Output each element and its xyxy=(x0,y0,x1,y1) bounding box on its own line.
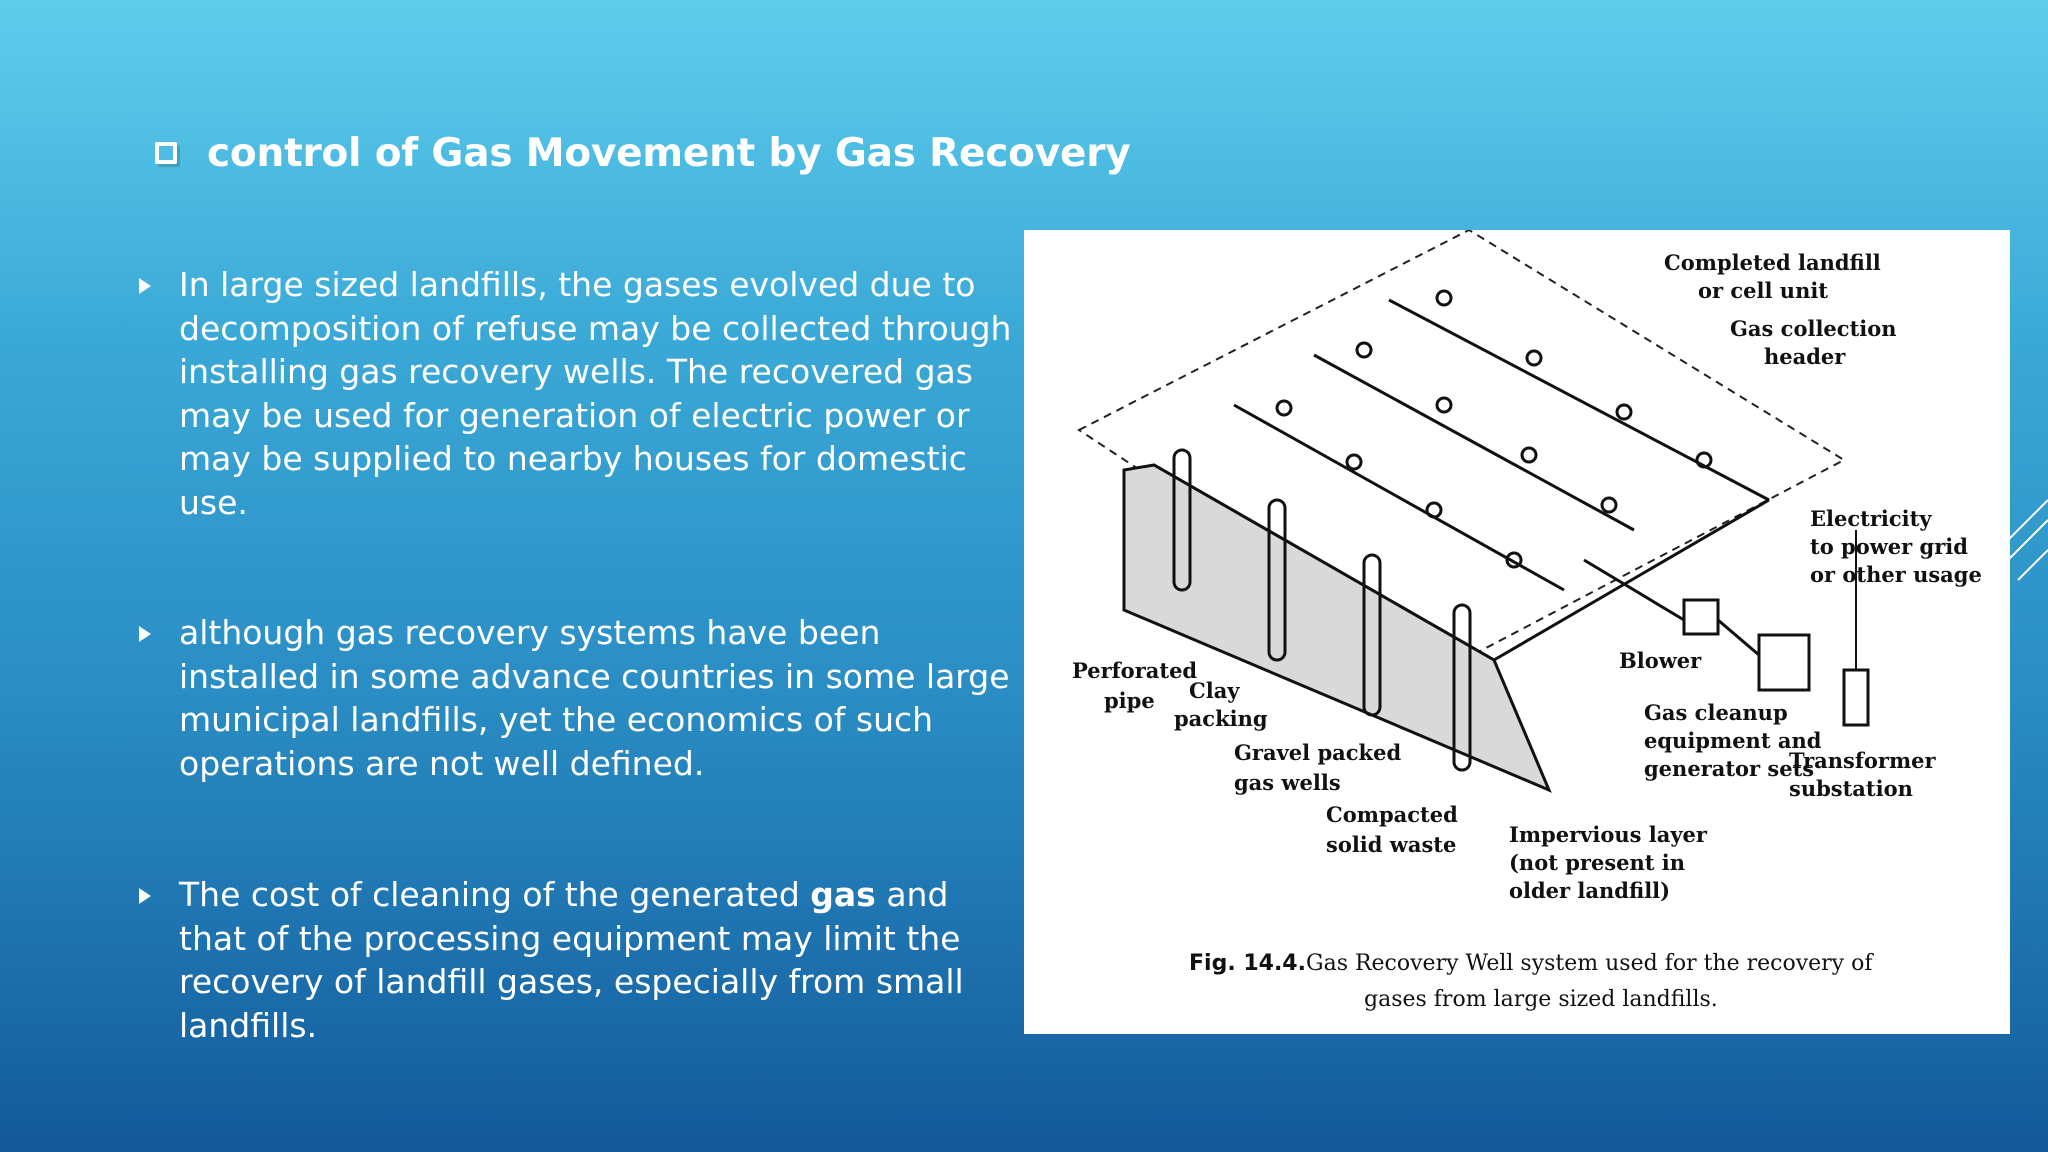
label-perforated-pipe: Perforated xyxy=(1072,658,1197,683)
transformer-box xyxy=(1842,668,1870,727)
label-gravel-wells: Gravel packed xyxy=(1234,740,1401,765)
label-gas-cleanup-2: equipment and xyxy=(1644,728,1822,753)
caption-line-2: gases from large sized landfills. xyxy=(1364,987,1718,1012)
bullet-text-pre: The cost of cleaning of the generated xyxy=(179,875,811,914)
label-clay-packing-2: packing xyxy=(1174,706,1268,731)
triangle-bullet-icon xyxy=(139,888,151,904)
gravel-wells xyxy=(1172,448,1472,772)
label-impervious-layer-3: older landfill) xyxy=(1509,878,1670,903)
triangle-bullet-icon xyxy=(139,278,151,294)
caption-line-1: Gas Recovery Well system used for the re… xyxy=(1306,951,1874,976)
label-electricity: Electricity xyxy=(1810,506,1932,531)
gas-recovery-figure: Completed landfill or cell unit Gas coll… xyxy=(1024,230,2010,1034)
label-compacted-waste: Compacted xyxy=(1326,802,1458,827)
blower-box xyxy=(1682,598,1720,636)
label-clay-packing: Clay xyxy=(1189,678,1240,703)
bullet-list: In large sized landfills, the gases evol… xyxy=(135,263,1015,1047)
label-compacted-waste-2: solid waste xyxy=(1326,832,1456,857)
triangle-bullet-icon xyxy=(139,626,151,642)
checkbox-bullet-icon xyxy=(155,142,177,164)
bullet-item: In large sized landfills, the gases evol… xyxy=(135,263,1015,524)
bullet-item: although gas recovery systems have been … xyxy=(135,611,1015,785)
label-gas-collection-header: Gas collection xyxy=(1730,316,1897,341)
well-heads xyxy=(1275,289,1713,569)
label-impervious-layer-2: (not present in xyxy=(1509,850,1685,875)
bullet-text-post: and that of the processing equipment may… xyxy=(179,875,964,1045)
label-transformer: Transformer xyxy=(1789,748,1937,773)
slide-title: control of Gas Movement by Gas Recovery xyxy=(155,126,1131,180)
decorative-lines xyxy=(2008,499,2048,581)
label-completed-landfill-2: or cell unit xyxy=(1698,278,1828,303)
label-gas-cleanup-3: generator sets xyxy=(1644,756,1814,781)
label-transformer-2: substation xyxy=(1789,776,1913,801)
label-impervious-layer: Impervious layer xyxy=(1509,822,1708,847)
bullet-text: although gas recovery systems have been … xyxy=(179,613,1010,783)
label-electricity-3: or other usage xyxy=(1810,562,1982,587)
label-completed-landfill: Completed landfill xyxy=(1664,250,1881,275)
waste-cross-section xyxy=(1122,463,1552,793)
title-text: control of Gas Movement by Gas Recovery xyxy=(207,130,1131,176)
label-gravel-wells-2: gas wells xyxy=(1234,770,1341,795)
label-perforated-pipe-2: pipe xyxy=(1104,688,1155,713)
generator-box xyxy=(1757,633,1811,692)
label-gas-cleanup: Gas cleanup xyxy=(1644,700,1788,725)
landfill-diagram: Completed landfill or cell unit Gas coll… xyxy=(1072,230,1982,1012)
label-gas-collection-header-2: header xyxy=(1764,344,1846,369)
gas-line xyxy=(1583,558,1685,622)
bullet-item: The cost of cleaning of the generated ga… xyxy=(135,873,1015,1047)
label-electricity-2: to power grid xyxy=(1810,534,1968,559)
caption-fig-number: Fig. 14.4. xyxy=(1189,951,1306,976)
gas-line xyxy=(1717,618,1760,657)
label-blower: Blower xyxy=(1619,648,1702,673)
bullet-text-bold: gas xyxy=(810,875,876,914)
bullet-text: In large sized landfills, the gases evol… xyxy=(179,265,1012,522)
